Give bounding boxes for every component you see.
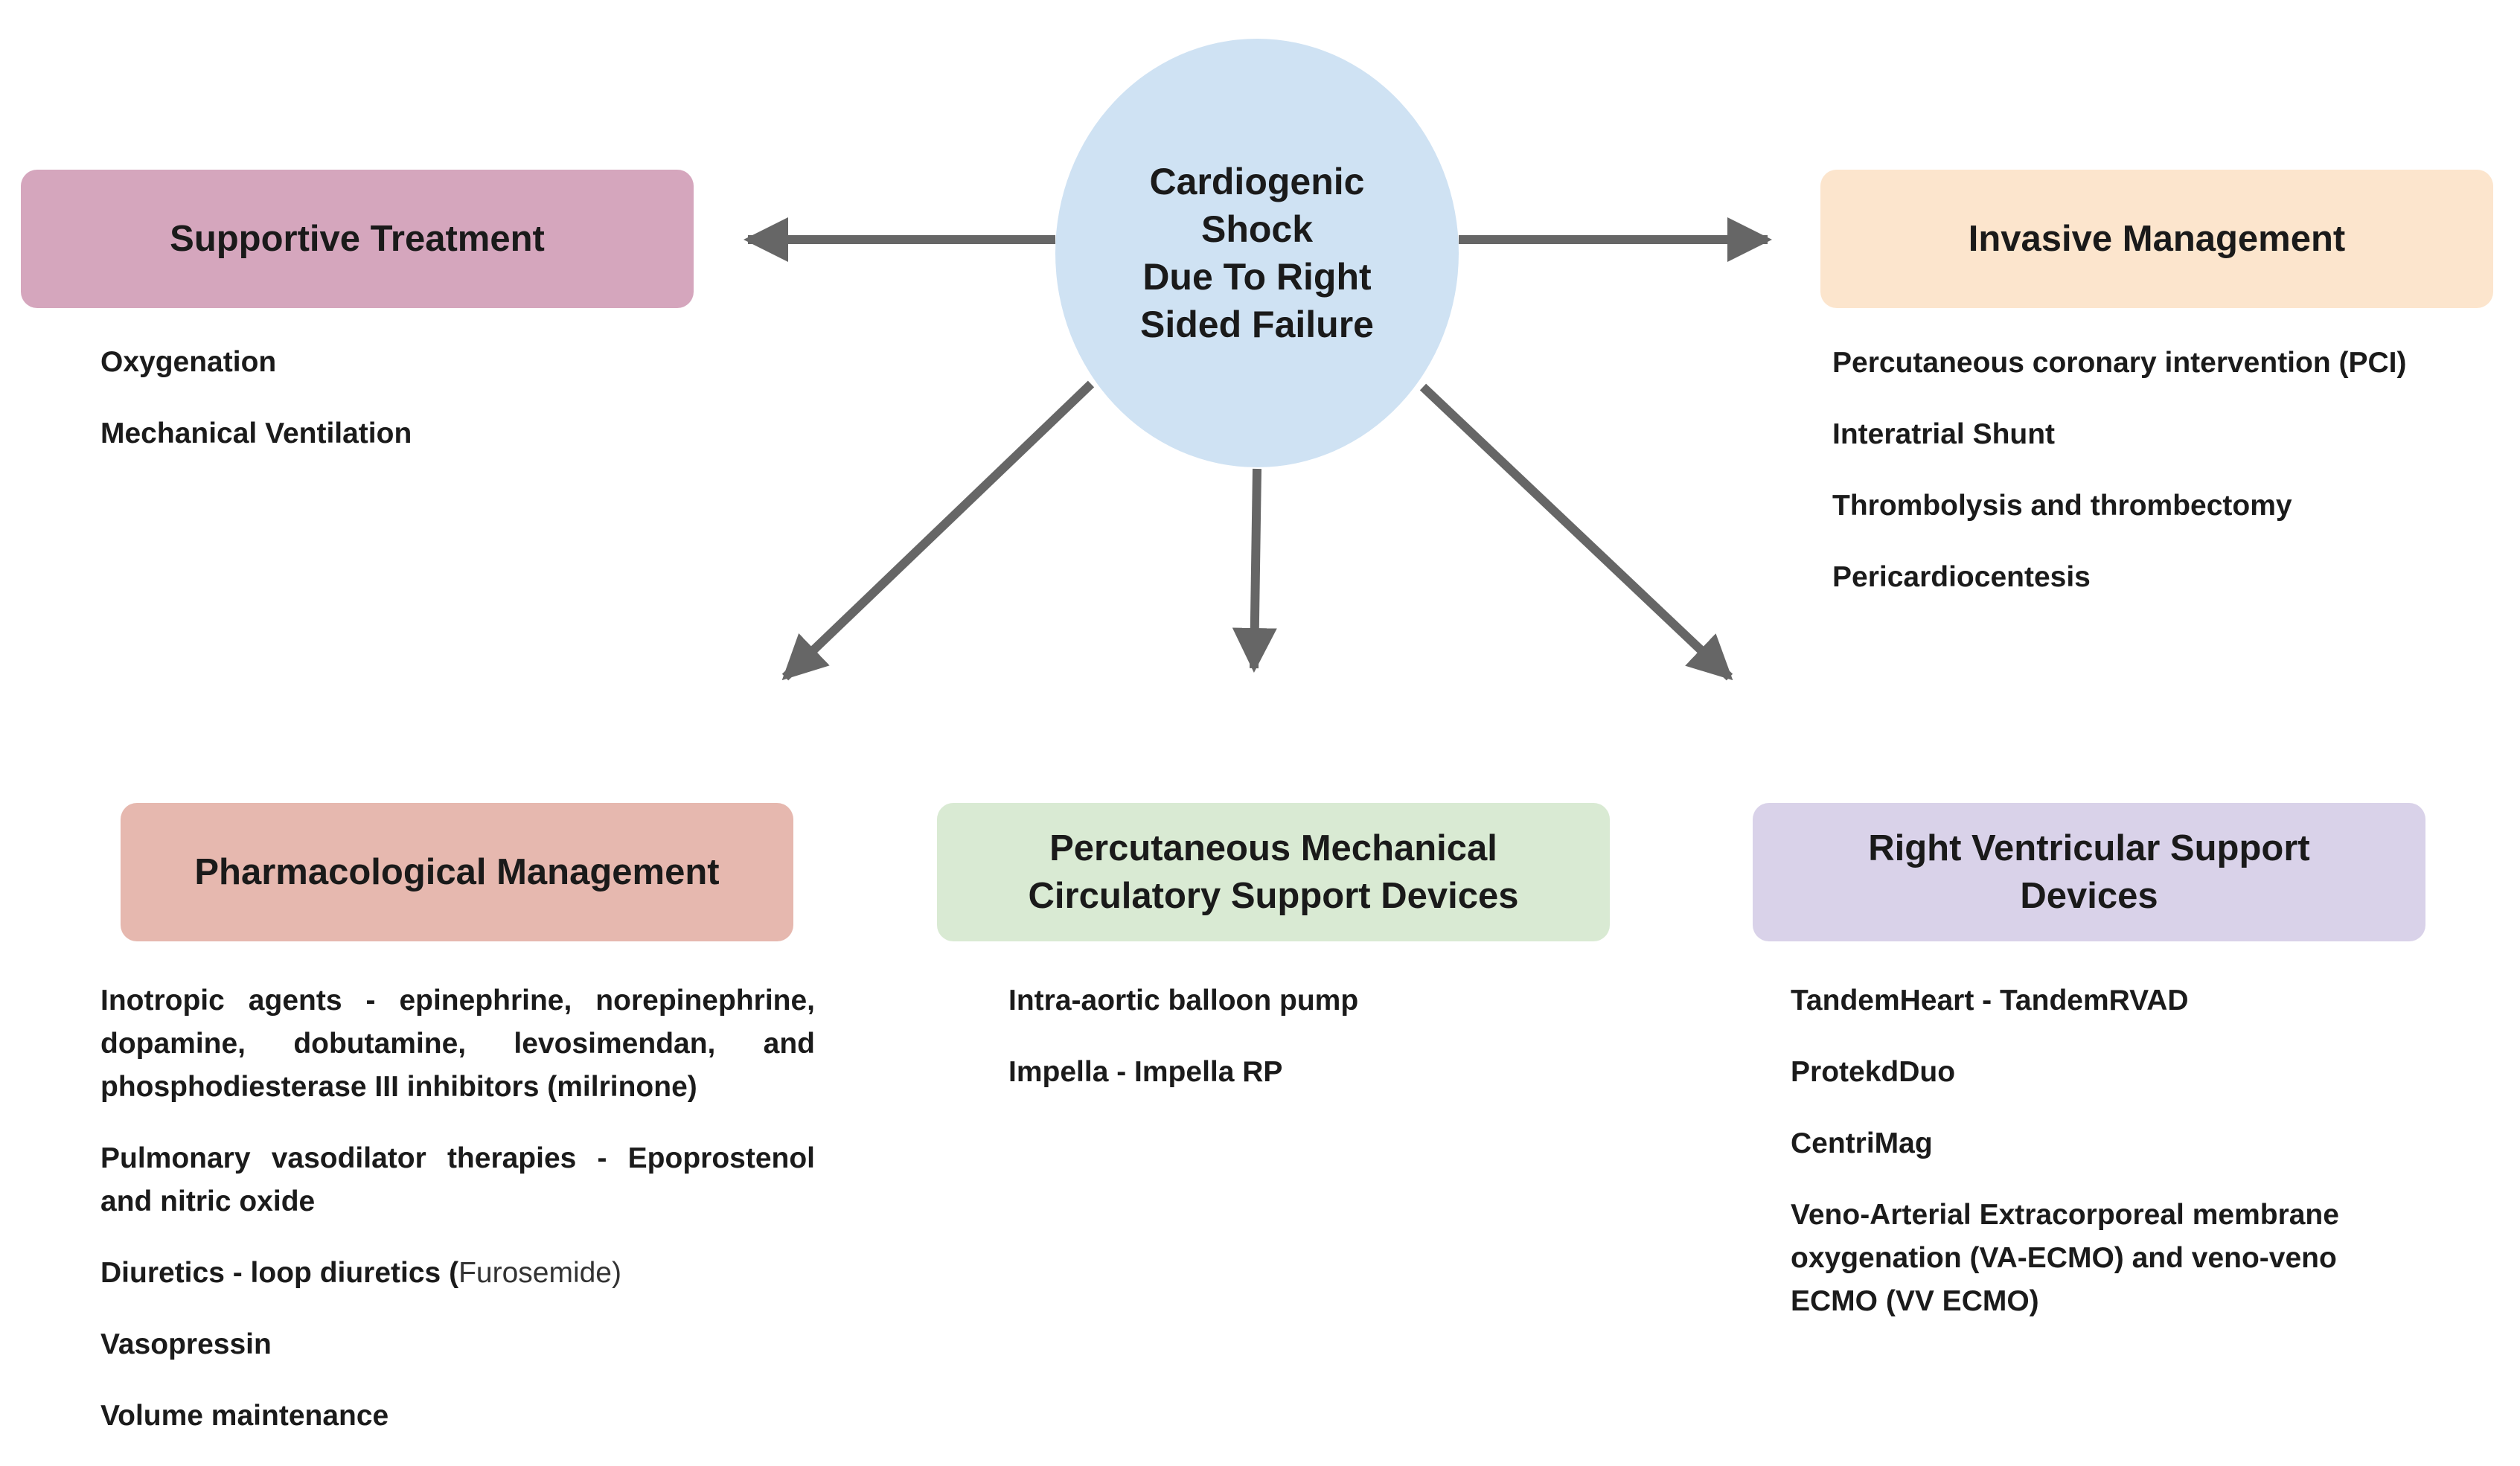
list-item: ProtekdDuo [1791,1056,1956,1088]
list-item: Mechanical Ventilation [100,417,412,449]
pharmacological-management-list: Inotropic agents - epinephrine, norepine… [100,979,815,1466]
supportive-treatment-list: Oxygenation Mechanical Ventilation [100,341,666,484]
arrow-to-pharmacological [781,380,1095,681]
furosemide-text: Furosemide [458,1257,612,1289]
central-topic-line: Sided Failure [1140,304,1374,345]
rv-support-list: TandemHeart - TandemRVAD ProtekdDuo Cent… [1791,979,2431,1351]
list-item: Pericardiocentesis [1832,561,2091,593]
invasive-management-box: Invasive Management [1820,170,2493,308]
arrow-to-rv-support [1419,383,1733,681]
central-topic: Cardiogenic Shock Due To Right Sided Fai… [1055,39,1459,467]
percutaneous-support-list: Intra-aortic balloon pump Impella - Impe… [1008,979,1619,1122]
list-item: Inotropic agents - epinephrine, norepine… [100,985,815,1103]
list-item: Pulmonary vasodilator therapies - Epopro… [100,1142,815,1217]
list-item: Oxygenation [100,346,277,378]
central-topic-line: Shock [1200,208,1314,250]
supportive-treatment-box: Supportive Treatment [21,170,694,308]
list-item: Intra-aortic balloon pump [1008,985,1359,1017]
list-item: Vasopressin [100,1328,272,1360]
pharmacological-management-title: Pharmacological Management [194,852,720,892]
rv-support-title-line: Devices [2020,876,2158,916]
arrow-to-percutaneous [1232,468,1277,673]
rv-support-title-line: Right Ventricular Support [1868,828,2310,868]
percutaneous-support-title-line: Percutaneous Mechanical [1049,828,1497,868]
supportive-treatment-title: Supportive Treatment [170,219,545,259]
invasive-management-list: Percutaneous coronary intervention (PCI)… [1832,342,2502,627]
invasive-management-title: Invasive Management [1968,219,2346,259]
percutaneous-support-title-line: Circulatory Support Devices [1028,876,1519,916]
list-item: Volume maintenance [100,1400,389,1432]
rv-support-box: Right Ventricular Support Devices [1753,803,2425,941]
diuretics-text: Diuretics - loop diuretics ( [100,1257,459,1289]
list-item: TandemHeart - TandemRVAD [1791,985,2189,1017]
list-item: Diuretics - loop diuretics (Furosemide) [100,1252,815,1295]
list-item: Veno-Arterial Extracorporeal membrane ox… [1791,1199,2339,1317]
list-item: Thrombolysis and thrombectomy [1832,490,2292,522]
percutaneous-support-box: Percutaneous Mechanical Circulatory Supp… [937,803,1610,941]
diuretics-close-text: ) [612,1257,621,1289]
pharmacological-management-box: Pharmacological Management [121,803,793,941]
list-item: Impella - Impella RP [1008,1056,1283,1088]
central-topic-line: Due To Right [1142,256,1372,298]
central-topic-line: Cardiogenic [1149,161,1365,202]
list-item: CentriMag [1791,1127,1933,1159]
list-item: Percutaneous coronary intervention (PCI) [1832,347,2407,379]
list-item: Interatrial Shunt [1832,418,2056,450]
